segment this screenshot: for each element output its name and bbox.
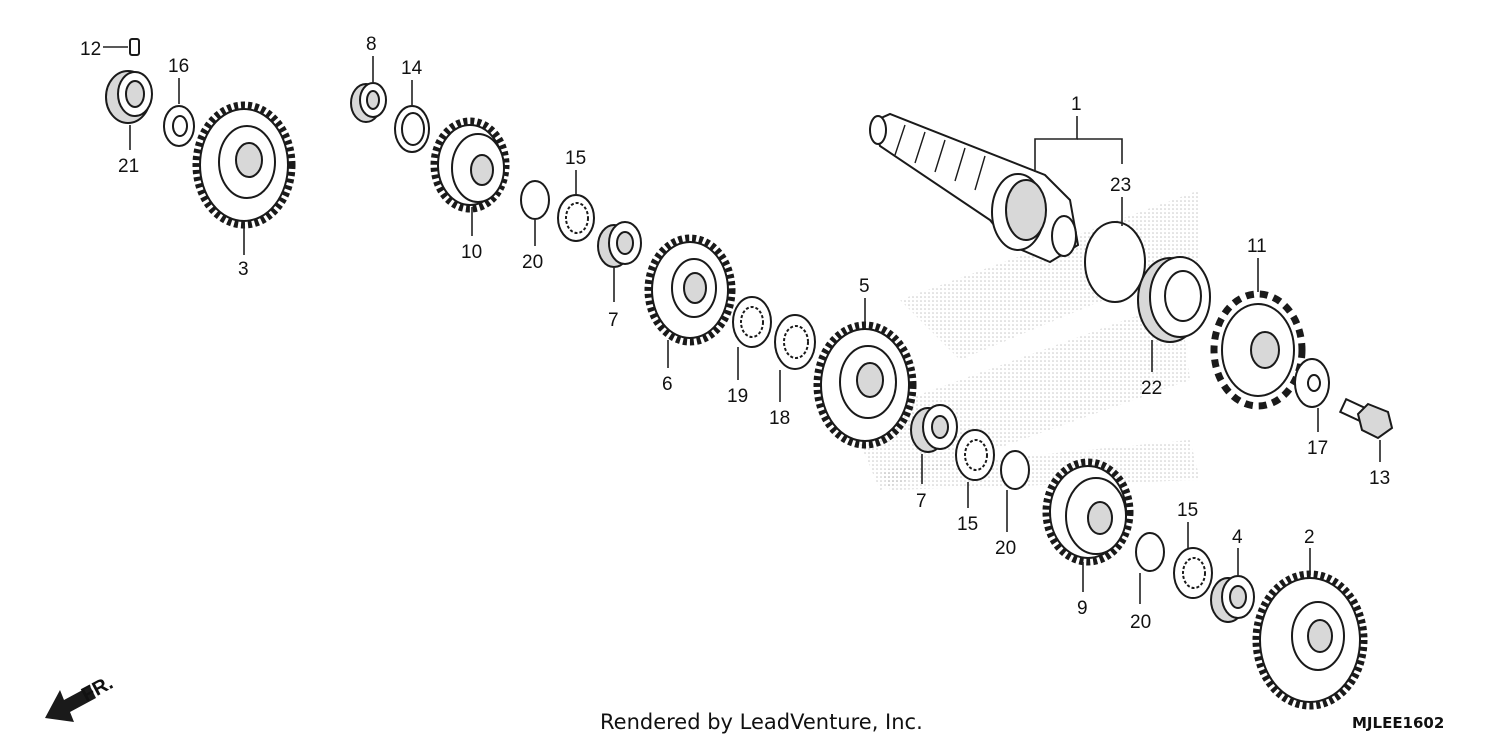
callout-18[interactable]: 18: [769, 408, 790, 429]
callout-11[interactable]: 11: [1247, 236, 1267, 257]
part-15-washer-upper[interactable]: [557, 194, 595, 242]
leader-lines: [103, 46, 1381, 604]
part-9-gear[interactable]: [1042, 458, 1134, 566]
part-7-bearing-lower[interactable]: [910, 404, 958, 453]
callout-21[interactable]: 21: [118, 156, 139, 177]
part-17-washer[interactable]: [1294, 358, 1330, 408]
part-18-washer[interactable]: [774, 314, 816, 370]
callout-19[interactable]: 19: [727, 386, 748, 407]
front-direction-arrow-icon: FR.: [45, 672, 117, 722]
callout-5[interactable]: 5: [859, 276, 870, 297]
callout-22[interactable]: 22: [1141, 378, 1162, 399]
part-3-gear[interactable]: [192, 101, 296, 229]
callout-17[interactable]: 17: [1307, 438, 1328, 459]
callout-23[interactable]: 23: [1110, 175, 1131, 196]
part-2-gear[interactable]: [1252, 570, 1368, 710]
callout-20-lower[interactable]: 20: [1130, 612, 1151, 633]
part-12-pin[interactable]: [129, 38, 140, 56]
callout-3[interactable]: 3: [238, 259, 249, 280]
callout-14[interactable]: 14: [401, 58, 423, 79]
callout-20-upper[interactable]: 20: [522, 252, 543, 273]
render-credit: Rendered by LeadVenture, Inc.: [600, 710, 923, 734]
callout-7-upper[interactable]: 7: [608, 310, 619, 331]
part-20-circlip-lower[interactable]: [1135, 532, 1165, 572]
part-15-washer-middle[interactable]: [955, 429, 995, 481]
part-20-circlip-upper[interactable]: [520, 180, 550, 220]
part-14-washer[interactable]: [394, 105, 430, 153]
callout-16[interactable]: 16: [168, 56, 189, 77]
callout-20-middle[interactable]: 20: [995, 538, 1016, 559]
part-19-lock-washer[interactable]: [732, 296, 772, 348]
part-13-bolt[interactable]: [1338, 397, 1394, 440]
callout-4[interactable]: 4: [1232, 527, 1243, 548]
callout-2[interactable]: 2: [1304, 527, 1315, 548]
callout-12[interactable]: 12: [80, 39, 101, 60]
callout-labels: 12 21 16 3 8 14 10 20 15 7 6 19 18 5 7 1…: [80, 34, 1390, 633]
part-22-oil-seal[interactable]: [1137, 256, 1211, 343]
callout-15-middle[interactable]: 15: [957, 514, 978, 535]
part-6-gear[interactable]: [644, 234, 736, 346]
callout-1[interactable]: 1: [1071, 94, 1082, 115]
part-20-circlip-middle[interactable]: [1000, 450, 1030, 490]
part-7-bearing-upper[interactable]: [597, 221, 642, 268]
callout-15-upper[interactable]: 15: [565, 148, 586, 169]
part-11-drive-sprocket[interactable]: [1210, 290, 1306, 410]
part-16-washer[interactable]: [163, 105, 195, 147]
part-21-bushing[interactable]: [105, 70, 153, 124]
part-15-washer-lower[interactable]: [1173, 547, 1213, 599]
callout-8[interactable]: 8: [366, 34, 377, 55]
callout-10[interactable]: 10: [461, 242, 482, 263]
drawing-code: MJLEE1602: [1352, 714, 1445, 732]
callout-9[interactable]: 9: [1077, 598, 1088, 619]
part-8-bushing[interactable]: [350, 82, 387, 123]
part-10-gear[interactable]: [430, 117, 510, 213]
callout-15-lower[interactable]: 15: [1177, 500, 1198, 521]
part-23-snap-ring[interactable]: [1084, 221, 1146, 303]
part-5-gear[interactable]: [813, 321, 917, 449]
callout-13[interactable]: 13: [1369, 468, 1390, 489]
callout-6[interactable]: 6: [662, 374, 673, 395]
part-1-mainshaft[interactable]: [869, 112, 1080, 264]
callout-7-lower[interactable]: 7: [916, 491, 927, 512]
part-4-bushing[interactable]: [1210, 575, 1255, 623]
